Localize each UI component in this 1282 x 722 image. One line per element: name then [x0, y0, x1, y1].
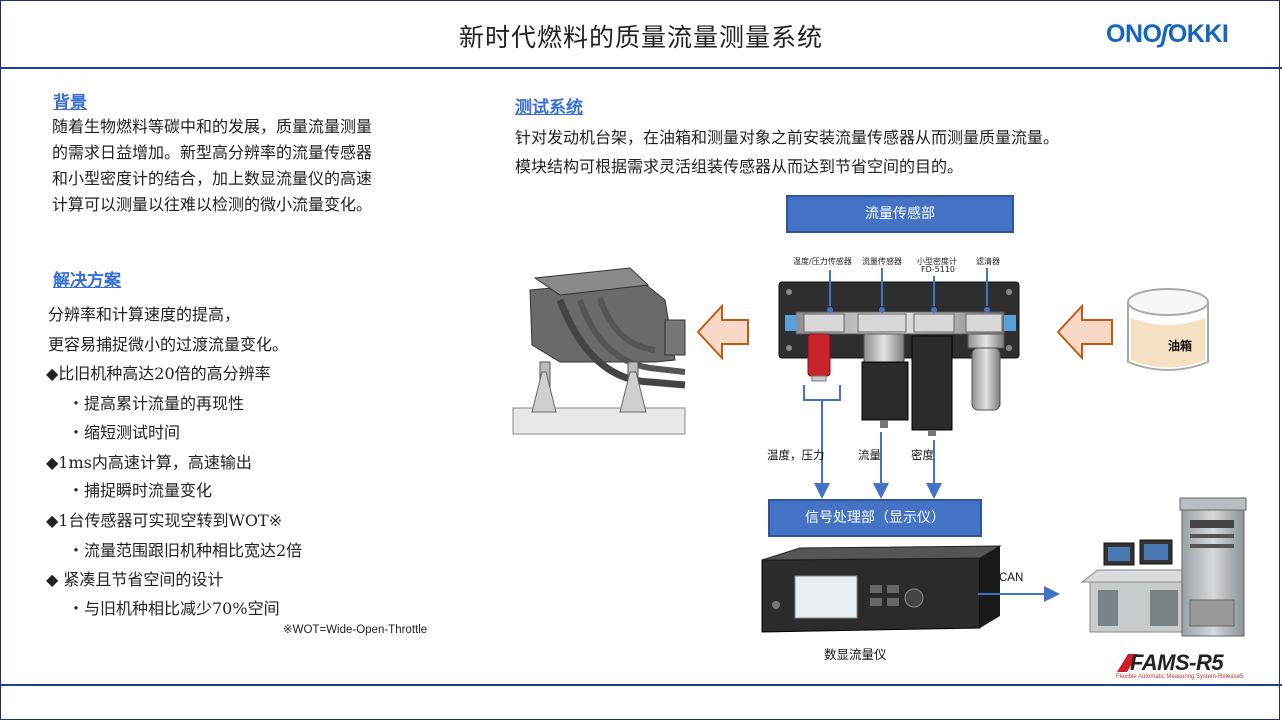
solution-subitem: ・提高累计流量的再现性	[68, 394, 245, 413]
temp-pressure-signal-label: 温度，压力	[767, 448, 825, 462]
flow-arrow-to-engine	[696, 303, 749, 361]
fams-workstation-illustration	[1080, 497, 1247, 637]
digital-flow-display-device	[761, 545, 1002, 633]
solution-line: 更容易捕捉微小的过渡流量变化。	[48, 335, 289, 354]
flow-signal-label: 流量	[858, 448, 881, 462]
background-line: 的需求日益增加。新型高分辨率的流量传感器	[52, 143, 373, 162]
signal-processor-box: 信号处理部（显示仪）	[768, 499, 982, 537]
test-system-line: 针对发动机台架，在油箱和测量对象之前安装流量传感器从而测量质量流量。	[515, 128, 1060, 147]
background-line: 随着生物燃料等碳中和的发展，质量流量测量	[52, 117, 373, 136]
fuel-tank-label: 油箱	[1168, 339, 1193, 353]
flow-arrow-from-tank	[1056, 303, 1113, 361]
density-signal-label: 密度	[911, 448, 934, 462]
can-label: CAN	[999, 572, 1024, 584]
background-line: 和小型密度计的结合，加上数显流量仪的高速	[52, 169, 373, 188]
flow-sensor-unit-box: 流量传感部	[786, 195, 1014, 233]
fams-logo-subtitle: Flexible Automatic Measuring System-Rele…	[1116, 674, 1244, 680]
fams-logo-text: FAMS-R5	[1130, 650, 1224, 675]
background-line: 计算可以测量以往难以检测的微小流量变化。	[52, 195, 373, 214]
background-text: 随着生物燃料等碳中和的发展，质量流量测量 的需求日益增加。新型高分辨率的流量传感…	[52, 114, 452, 218]
fuel-tank-icon	[1127, 288, 1209, 371]
footer-divider	[0, 684, 1282, 686]
header-divider	[0, 67, 1282, 69]
background-heading: 背景	[53, 93, 87, 113]
solution-line: 分辨率和计算速度的提高，	[48, 305, 241, 324]
sensor-module-assembly	[778, 268, 1020, 436]
test-system-line: 模块结构可根据需求灵活组装传感器从而达到节省空间的目的。	[515, 157, 964, 176]
digital-flow-meter-label: 数显流量仪	[824, 647, 887, 662]
solution-bullet: ◆1台传感器可实现空转到WOT※	[46, 511, 283, 530]
filter-label: 滤清器	[976, 257, 1000, 266]
wot-footnote: ※WOT=Wide-Open-Throttle	[283, 624, 428, 636]
engine-illustration	[512, 267, 686, 435]
solution-subitem: ・与旧机种相比减少70%空间	[68, 599, 280, 618]
solution-bullet: ◆1ms内高速计算，高速输出	[46, 453, 252, 472]
density-meter-model: FD-5110	[921, 265, 956, 274]
solution-subitem: ・流量范围跟旧机种相比宽达2倍	[68, 541, 303, 560]
temp-pressure-sensor-label: 温度/压力传感器	[793, 257, 852, 266]
solution-bullet: ◆ 紧凑且节省空间的设计	[46, 570, 224, 589]
solution-bullet: ◆比旧机种高达20倍的高分辨率	[46, 364, 271, 383]
density-meter-label: 小型密度计	[917, 257, 957, 266]
flow-sensor-label: 流量传感器	[862, 257, 902, 266]
solution-subitem: ・捕捉瞬时流量变化	[68, 481, 213, 500]
ono-sokki-logo: ONO∫OKKI	[1106, 20, 1229, 48]
page-title: 新时代燃料的质量流量测量系统	[458, 23, 823, 52]
solution-heading: 解决方案	[53, 271, 121, 291]
solution-subitem: ・缩短测试时间	[68, 423, 181, 442]
test-system-heading: 测试系统	[515, 98, 583, 118]
fams-logo-mark	[1117, 654, 1138, 672]
